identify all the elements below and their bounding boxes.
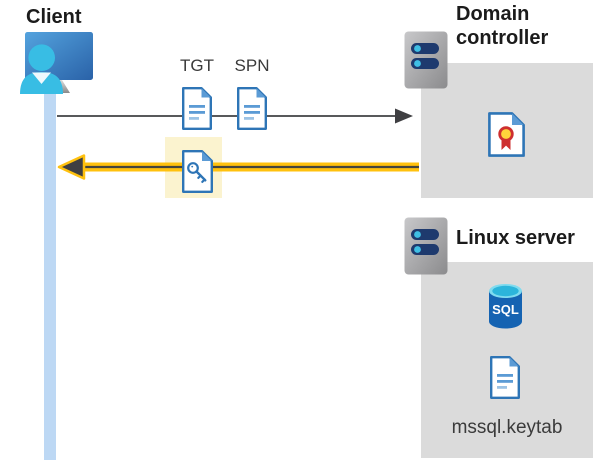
domain-controller-server-icon [404,31,448,89]
linux-server-icon [404,217,448,275]
sql-database-icon: SQL [489,284,522,329]
response-arrow [57,154,419,180]
sql-icon-text: SQL [492,302,519,317]
client-icon [20,32,93,94]
request-arrow [57,108,413,124]
client-title: Client [26,6,82,28]
client-lifeline [44,90,56,460]
domain-controller-title: Domain controller [456,3,549,50]
tgt-label: TGT [180,56,214,75]
tgt-ticket-icon [182,87,212,130]
key-ticket-icon [182,150,213,193]
keytab-file-icon [490,356,520,399]
certificate-icon [488,112,525,157]
person-icon [20,44,63,94]
keytab-file-label: mssql.keytab [451,417,563,438]
spn-label: SPN [234,56,270,75]
spn-ticket-icon [237,87,267,130]
linux-server-title: Linux server [456,227,575,249]
